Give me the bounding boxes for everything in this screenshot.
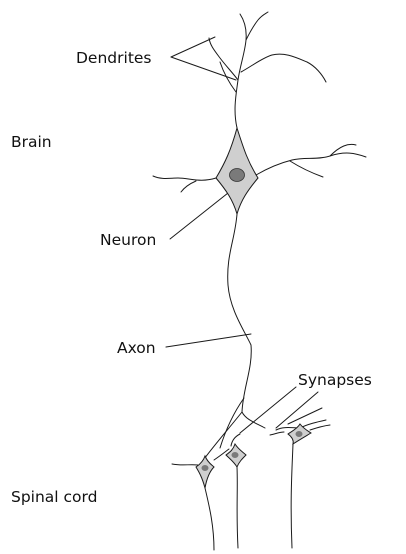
spinal-neuron-right <box>270 425 330 548</box>
label-neuron: Neuron <box>100 231 156 249</box>
label-axon: Axon <box>117 339 156 357</box>
neuron-pointer-line <box>170 193 228 239</box>
spinal-cell-body-left <box>196 456 214 488</box>
label-synapses: Synapses <box>298 371 372 389</box>
upper-dendrites <box>209 12 326 128</box>
main-axon <box>228 214 252 412</box>
spinal-nucleus-right <box>296 431 303 437</box>
axon-pointer-line <box>166 334 251 347</box>
label-spinal-cord: Spinal cord <box>11 488 97 506</box>
synapses-pointer-line-a <box>240 387 296 433</box>
spinal-nucleus-middle <box>232 452 239 458</box>
label-brain: Brain <box>11 133 52 151</box>
neuron-nucleus <box>230 169 245 182</box>
synapses-pointer-line-b <box>276 392 318 428</box>
side-dendrites <box>153 144 366 192</box>
label-dendrites: Dendrites <box>76 49 152 67</box>
spinal-nucleus-left <box>202 465 209 471</box>
dendrites-pointer-lines <box>171 37 236 80</box>
